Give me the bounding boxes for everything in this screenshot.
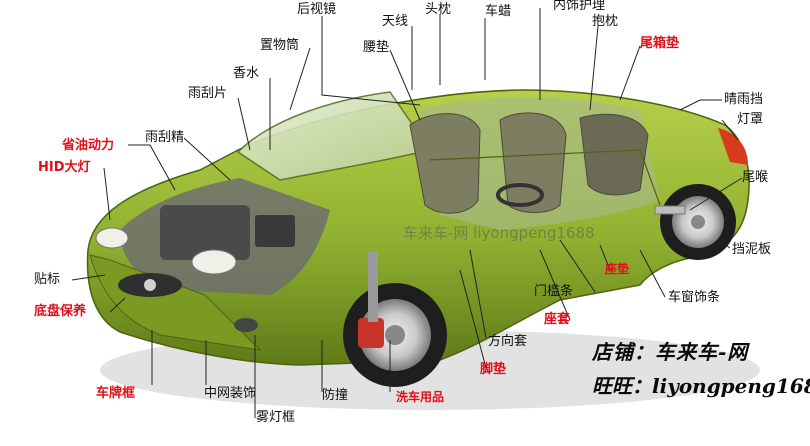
label-interior-care: 内饰护理	[553, 0, 606, 13]
label-bumper-guard: 防撞	[322, 388, 349, 403]
label-hid-light: HID大灯	[38, 160, 91, 175]
front-seat-2	[499, 112, 567, 213]
label-door-sill: 门槛条	[534, 284, 574, 299]
label-lamp-cover: 灯罩	[737, 112, 764, 127]
label-sticker: 贴标	[34, 272, 61, 287]
label-waist-cushion: 腰垫	[363, 40, 390, 55]
exhaust	[654, 205, 686, 215]
door-line	[429, 149, 661, 206]
label-foot-mat: 脚垫	[480, 362, 507, 377]
label-visor: 晴雨挡	[724, 92, 764, 107]
label-car-wax: 车蜡	[485, 4, 512, 19]
steering-wheel	[496, 183, 544, 207]
fog-lamp	[234, 318, 258, 332]
label-wiper-blade: 雨刮片	[188, 86, 228, 101]
tail-lamp	[718, 128, 748, 165]
front-seat	[409, 113, 481, 214]
label-trunk-mat: 尾箱垫	[640, 36, 680, 51]
label-fuel-saver: 省油动力	[62, 138, 115, 153]
label-perfume: 香水	[233, 66, 260, 81]
shop-wangwang: 旺旺：liyongpeng1688	[592, 374, 810, 398]
label-seat-cover: 座套	[544, 312, 571, 327]
label-window-trim: 车窗饰条	[668, 290, 721, 305]
engine-block	[160, 205, 250, 260]
label-cushion: 座垫	[605, 262, 630, 276]
headlight-left	[95, 227, 129, 249]
label-washer-fluid: 雨刮精	[145, 130, 185, 145]
watermark-text: 车来车-网 liyongpeng1688	[403, 224, 595, 242]
label-chassis-guard: 底盘保养	[34, 304, 87, 319]
label-storage-box: 置物筒	[260, 38, 300, 53]
label-plate-frame: 车牌框	[96, 386, 136, 401]
badge-icon	[144, 279, 156, 291]
leader-lines	[71, 8, 743, 418]
label-grille-trim: 中网装饰	[204, 386, 257, 401]
label-rearview-mirror: 后视镜	[297, 2, 337, 17]
label-pillow: 抱枕	[592, 14, 619, 29]
shop-name: 店铺：车来车-网	[592, 340, 749, 364]
front-wheel	[343, 283, 447, 387]
rear-seat	[579, 113, 649, 196]
label-mudguard: 挡泥板	[732, 242, 772, 257]
label-fog-lamp-frame: 雾灯框	[256, 410, 296, 425]
label-steering-cover: 方向套	[488, 334, 528, 349]
label-antenna: 天线	[382, 14, 409, 29]
suspension-strut	[368, 252, 378, 322]
windshield	[236, 91, 432, 181]
label-headrest: 头枕	[425, 2, 452, 17]
label-tail-pipe: 尾喉	[742, 170, 769, 185]
rear-wheel	[660, 184, 736, 260]
headlight-right	[191, 249, 237, 275]
battery	[255, 215, 295, 247]
label-wash-supplies: 洗车用品	[396, 390, 445, 404]
